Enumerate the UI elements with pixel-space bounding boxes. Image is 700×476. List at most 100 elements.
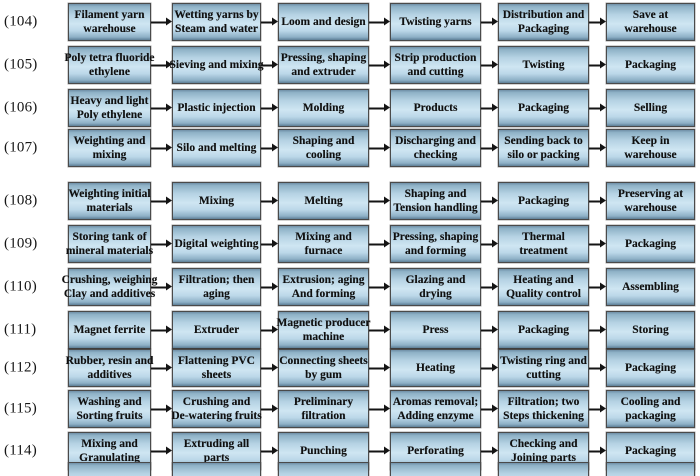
process-node-label-line1: Strip production: [394, 51, 477, 64]
flow-arrow-shaft: [589, 408, 600, 411]
flow-arrow-shaft: [261, 64, 272, 67]
flow-arrow-head: [384, 404, 390, 413]
process-node-label: Plastic injection: [177, 101, 255, 115]
flow-arrow-shaft: [151, 408, 166, 411]
flow-arrow-icon: [261, 282, 278, 292]
process-node: Plastic injection: [172, 89, 261, 127]
process-node: [498, 462, 589, 476]
flow-arrow-shaft: [261, 450, 272, 453]
process-node-label-line2: warehouse: [624, 23, 677, 35]
process-node: [68, 462, 151, 476]
flow-arrow-head: [492, 143, 498, 152]
flow-arrow-shaft: [481, 21, 492, 24]
process-node-label-line1: Thermal: [522, 230, 565, 243]
process-node-label-line2: warehouse: [624, 149, 677, 161]
flow-arrow-icon: [261, 17, 278, 27]
process-node: Press: [390, 311, 481, 349]
flow-arrow-head: [272, 17, 278, 26]
flow-arrow-head: [384, 17, 390, 26]
process-node-label: Heating: [416, 361, 455, 375]
flow-arrow-shaft: [481, 200, 492, 203]
process-node-label-line1: Filament yarn: [74, 8, 145, 21]
flow-arrow-shaft: [151, 21, 166, 24]
flow-arrow-head: [600, 325, 606, 334]
process-node-label: Twisting yarns: [399, 15, 471, 29]
flow-arrow-icon: [151, 103, 172, 113]
flow-arrow-head: [166, 446, 172, 455]
process-node: Selling: [606, 89, 695, 127]
process-node-label-line2: Packaging: [517, 23, 570, 35]
process-node-label-line2: and cutting: [407, 66, 464, 78]
flow-arrow-shaft: [151, 286, 166, 289]
process-node-label-line2: packaging: [625, 410, 676, 422]
flow-arrow-head: [600, 196, 606, 205]
process-node-label: Storing: [632, 323, 668, 337]
process-node-label: Digital weighting: [174, 237, 258, 251]
flow-arrow-shaft: [589, 450, 600, 453]
process-node-label-line2: by gum: [305, 369, 342, 381]
process-node-label-line2: Steam and water: [174, 23, 259, 35]
flow-arrow-shaft: [151, 329, 166, 332]
flow-arrow-shaft: [369, 200, 384, 203]
flow-arrow-shaft: [261, 200, 272, 203]
flow-arrow-head: [492, 363, 498, 372]
process-node-label: Strip production and cutting: [395, 51, 477, 79]
flow-arrow-shaft: [589, 64, 600, 67]
process-node-label: Packaging: [518, 194, 569, 208]
flow-arrow-head: [384, 60, 390, 69]
flow-arrow-head: [272, 282, 278, 291]
flow-arrow-icon: [151, 446, 172, 456]
flow-arrow-icon: [589, 103, 606, 113]
flow-arrow-shaft: [369, 107, 384, 110]
flow-arrow-shaft: [151, 200, 166, 203]
process-node-label-line1: Plastic injection: [177, 101, 256, 114]
row-label: (106): [4, 99, 38, 116]
flow-arrow-shaft: [151, 107, 166, 110]
row-label: (104): [4, 13, 38, 30]
process-node-label-line1: Heating: [416, 361, 455, 374]
flow-arrow-head: [600, 60, 606, 69]
flow-arrow-icon: [481, 325, 498, 335]
flow-arrow-shaft: [261, 367, 272, 370]
flow-arrow-icon: [589, 60, 606, 70]
process-node-label: Filament yarn warehouse: [75, 8, 145, 36]
flow-arrow-shaft: [151, 147, 166, 150]
process-node-label: Twisting: [523, 58, 565, 72]
process-node-label-line2: warehouse: [83, 23, 136, 35]
flow-arrow-shaft: [589, 107, 600, 110]
flow-arrow-shaft: [369, 64, 384, 67]
flow-arrow-icon: [481, 196, 498, 206]
flow-arrow-icon: [369, 103, 390, 113]
flow-arrow-shaft: [369, 367, 384, 370]
flow-arrow-head: [166, 143, 172, 152]
process-node-label-line1: Sending back to: [504, 134, 583, 147]
flow-arrow-icon: [481, 143, 498, 153]
process-node: Twisting: [498, 46, 589, 84]
process-node-label-line1: Connecting sheets: [279, 354, 368, 367]
process-node-label-line2: furnace: [304, 245, 343, 257]
flow-arrow-shaft: [481, 367, 492, 370]
